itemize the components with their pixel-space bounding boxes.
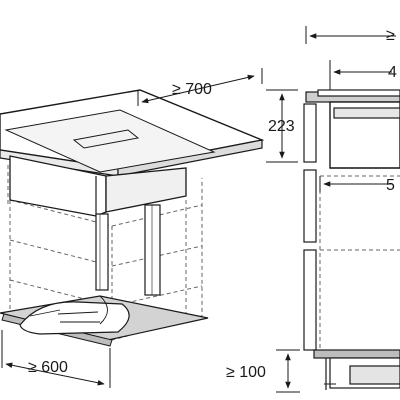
dim-clearance-label: ≥ 100 [226, 364, 266, 381]
plinth-duct [0, 295, 209, 347]
dim-height [266, 89, 298, 163]
dim-clearance [276, 349, 336, 393]
section-extractor [329, 101, 400, 169]
section-view [276, 26, 400, 393]
ducts [95, 204, 161, 296]
dim-depth-label: ≥ 700 [172, 81, 212, 98]
isometric-view [0, 68, 298, 388]
dim-width-label: ≥ 600 [28, 359, 68, 376]
dim-side-third [319, 176, 392, 192]
dim-side-top [305, 26, 396, 44]
section-plinth [313, 349, 400, 390]
dim-depth [137, 68, 263, 106]
section-worktop [305, 89, 400, 103]
extractor-box [9, 155, 187, 217]
section-hidden-lines [319, 175, 400, 352]
dim-side-third-label: 5 [386, 177, 395, 194]
dim-side-second-label: 4 [388, 64, 397, 81]
section-cabinet-wall [303, 103, 317, 351]
dim-height-label: 223 [268, 118, 295, 135]
dim-width [1, 330, 111, 388]
cooktop [4, 109, 216, 173]
dim-side-second [329, 60, 392, 90]
dim-side-top-label: ≥ 5 [386, 27, 400, 44]
